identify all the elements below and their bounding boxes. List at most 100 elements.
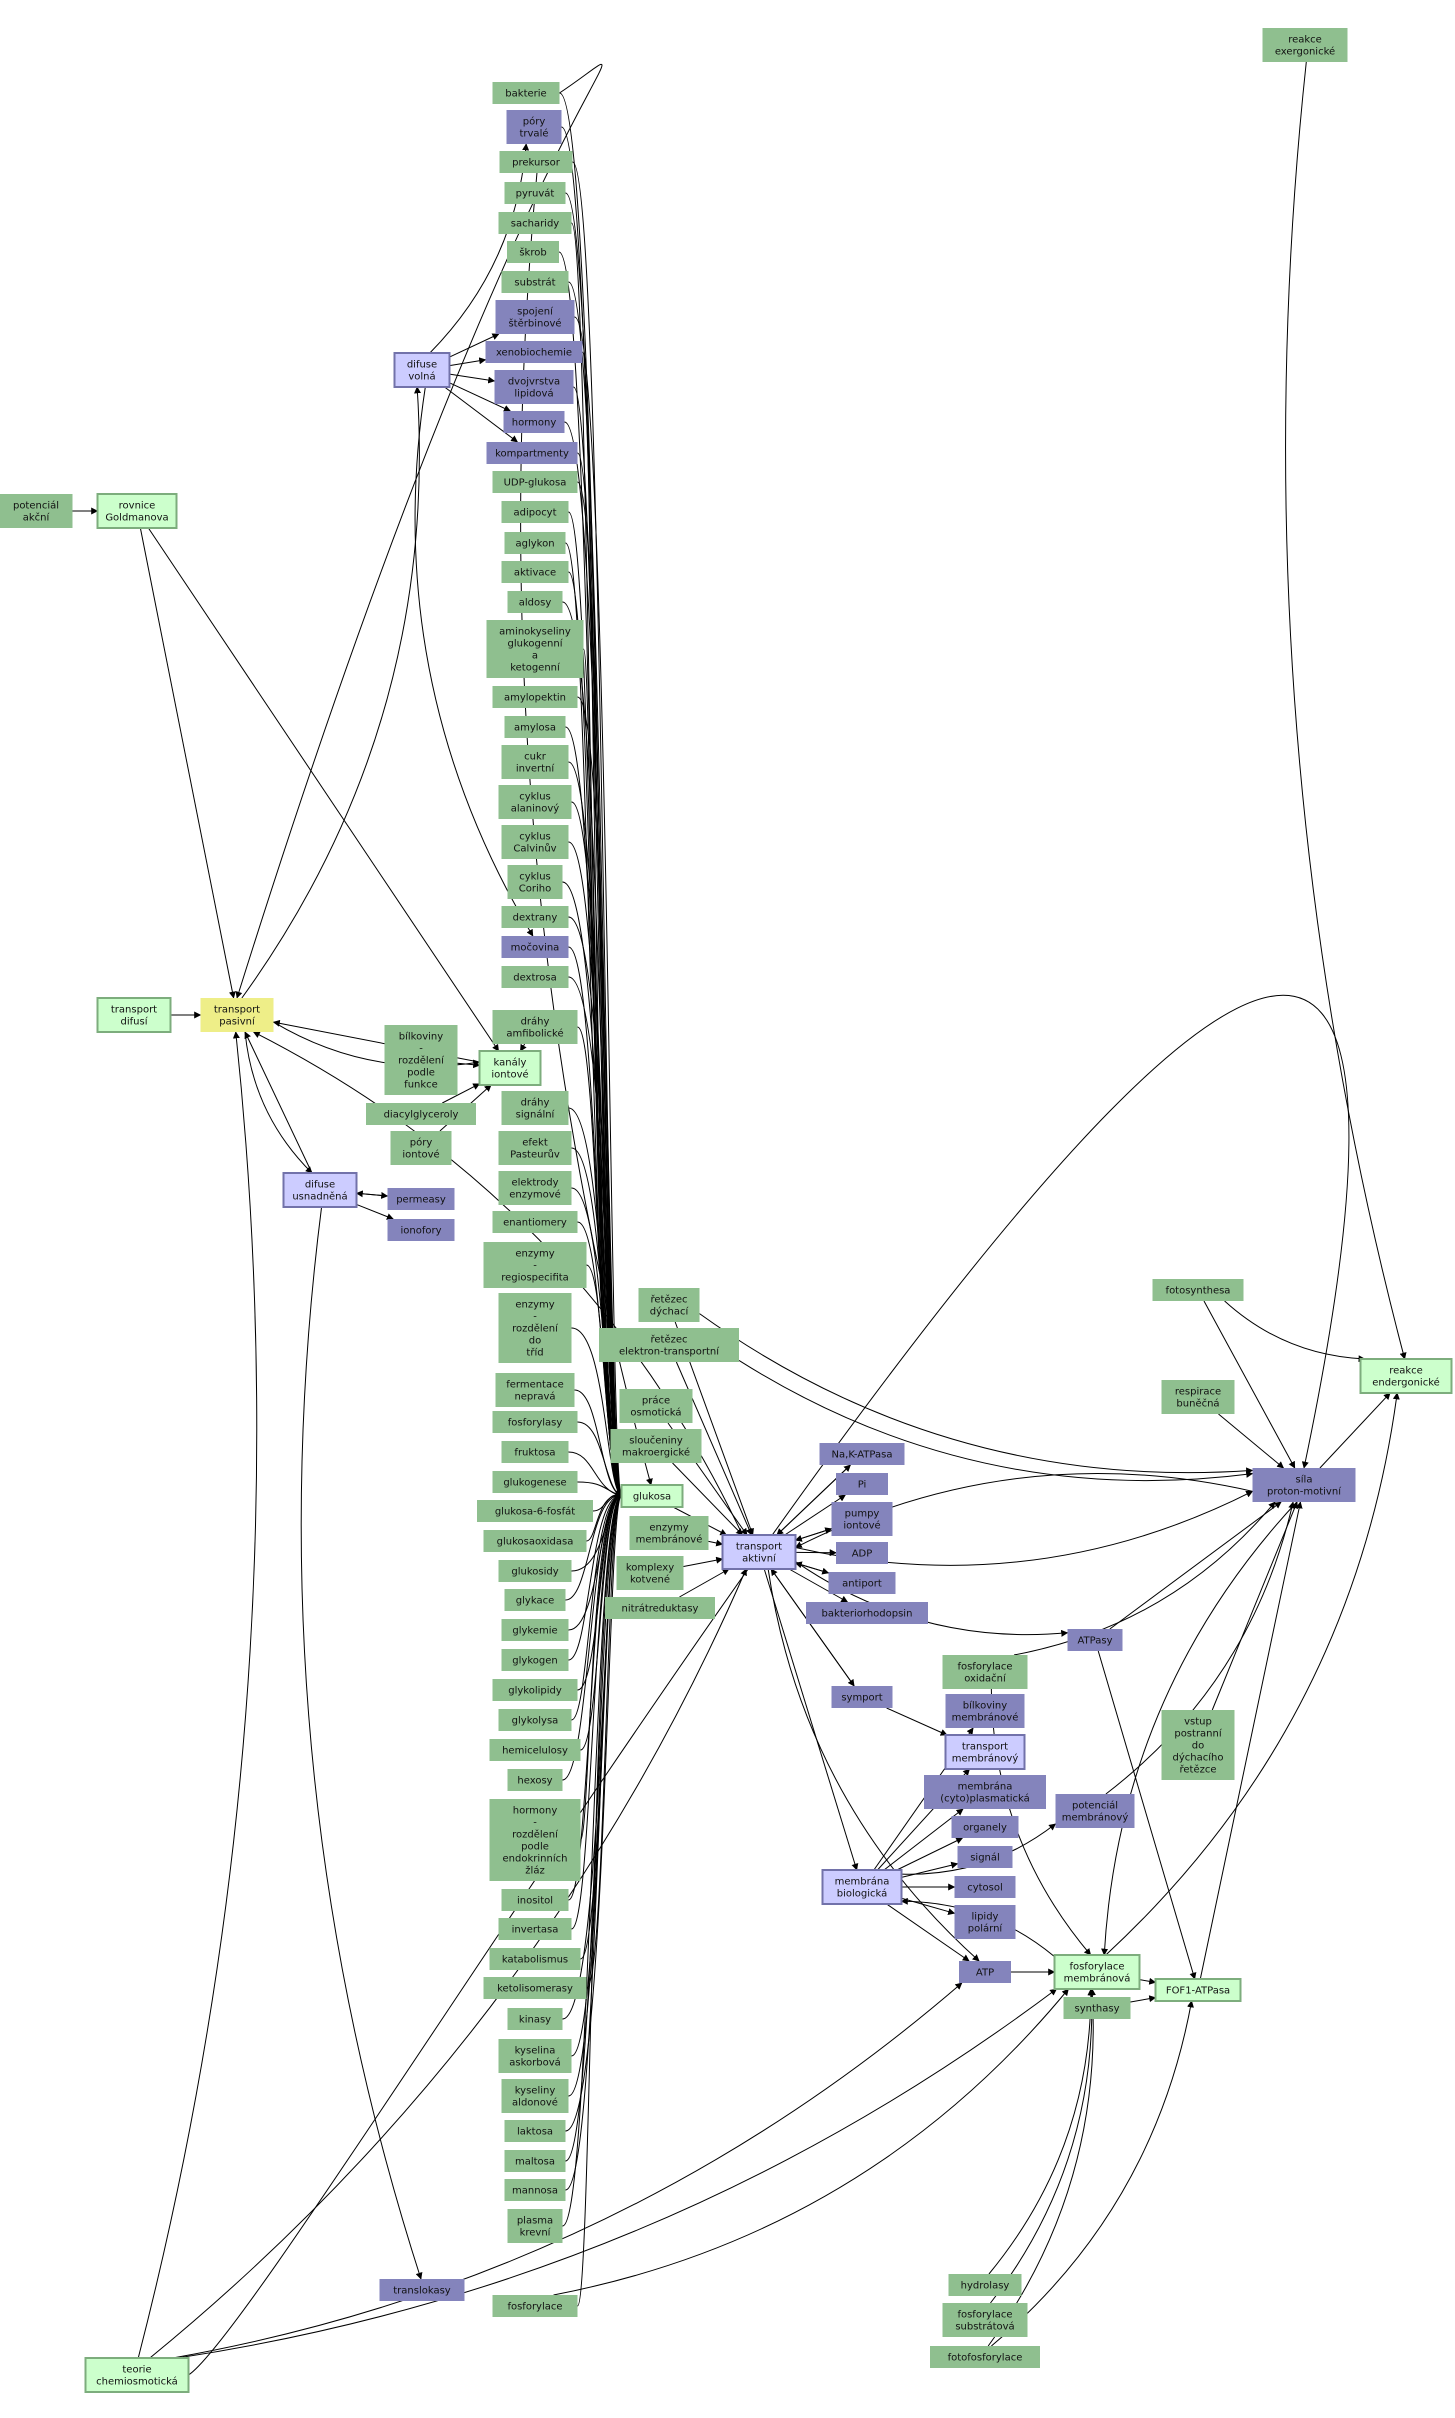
node-fotofosforylace: fotofosforylace (930, 2346, 1040, 2368)
edge-fotofosforylace-to-fosfo-membr (987, 1988, 1096, 2347)
edge-atpasy-to-fof1 (1097, 1650, 1197, 1980)
node-label: glukosidy (511, 1567, 558, 1578)
node-label: bakteriorhodopsin (822, 1609, 913, 1620)
node-label: fosforylasy (508, 1418, 563, 1429)
node-fosforylace-l: fosforylace (492, 2295, 578, 2317)
node-box (478, 1050, 542, 1086)
node-box (599, 1328, 739, 1362)
node-label: FOF1-ATPasa (1166, 1986, 1230, 1997)
edge-teorie-to-transport-pasivni (137, 1031, 258, 2359)
node-box (504, 2179, 566, 2201)
node-box (492, 1471, 578, 1493)
node-fruktosa: fruktosa (501, 1441, 569, 1463)
node-box (501, 825, 569, 859)
node-label: katabolismus (502, 1955, 568, 1966)
node-bakterie: bakterie (492, 82, 560, 104)
node-label: invertasa (512, 1925, 559, 1936)
edge-transport-aktivni-to-membrana-bio (763, 1568, 859, 1871)
node-label: permeasy (396, 1195, 446, 1206)
node-box (831, 1686, 893, 1708)
node-symport: symport (831, 1686, 893, 1708)
node-box (806, 1602, 928, 1624)
node-glukosa: glukosa (620, 1484, 684, 1508)
node-box (492, 1211, 578, 1233)
node-label: prekursor (512, 158, 561, 169)
node-box (616, 1556, 684, 1590)
node-label: Na,K-ATPasa (832, 1450, 893, 1461)
node-box (948, 2274, 1022, 2296)
node-label: xenobiochemie (496, 348, 572, 359)
node-label: hexosy (517, 1776, 552, 1787)
node-prekursor: prekursor (499, 151, 573, 173)
node-box (501, 501, 569, 523)
node-label: maltosa (515, 2157, 555, 2168)
edge-difuse-volna-to-hormony1 (449, 382, 511, 412)
node-label: antiport (842, 1579, 882, 1590)
node-inositol: inositol (501, 1889, 569, 1911)
node-sacharidy: sacharidy (498, 212, 572, 234)
node-box (498, 1709, 572, 1731)
node-box (498, 2039, 572, 2073)
edge-hexosy-to-glukosa (562, 1491, 623, 1781)
node-box (1262, 28, 1348, 62)
node-label: enzymy-regiospecifita (501, 1249, 569, 1284)
edge-transport-aktivni-to-pi (784, 1494, 846, 1536)
node-label: dextrany (513, 913, 558, 924)
node-label: ATP (976, 1968, 994, 1979)
node-box (944, 1734, 1026, 1770)
edge-fotofosforylace-to-fof1 (991, 2000, 1194, 2347)
edge-drahy-amf-to-kanaly (519, 1043, 527, 1052)
node-label: kompartmenty (495, 449, 569, 460)
node-label: bakterie (505, 89, 546, 100)
node-box (390, 1131, 452, 1165)
node-box (492, 82, 560, 104)
edge-symport-to-transport-aktivni (770, 1568, 855, 1687)
node-label: amylosa (514, 723, 556, 734)
node-box (831, 1502, 893, 1536)
node-label: mannosa (512, 2186, 558, 2197)
node-box (1359, 1358, 1453, 1394)
node-box (629, 1516, 709, 1550)
node-signal: signál (957, 1846, 1013, 1868)
edge-membrana-bio-to-organely (896, 1837, 964, 1871)
node-box (498, 1293, 572, 1363)
node-box (84, 2357, 190, 2393)
edge-enzymy-membr-to-transport-aktivni (708, 1539, 724, 1547)
edge-membrana-bio-to-membrana-cyto (883, 1808, 964, 1871)
node-amylosa: amylosa (504, 716, 566, 738)
node-box (498, 1560, 572, 1582)
edge-sila-to-reakce-end (1319, 1392, 1391, 1469)
edge-ketolisomerasy-to-glukosa (586, 1490, 623, 1989)
node-box (384, 1025, 458, 1095)
node-glykogen: glykogen (501, 1649, 569, 1671)
edge-diacylglyceroly-to-kanaly (442, 1083, 481, 1104)
node-kinasy: kinasy (507, 2008, 563, 2030)
node-box (954, 1905, 1016, 1939)
node-box (504, 1589, 566, 1611)
edge-membrana-bio-to-atp (886, 1903, 970, 1962)
node-box (495, 1373, 575, 1407)
node-glukogenese: glukogenese (492, 1471, 578, 1493)
node-label: organely (963, 1823, 1007, 1834)
edge-rovnice-to-transport-pasivni (139, 527, 236, 999)
